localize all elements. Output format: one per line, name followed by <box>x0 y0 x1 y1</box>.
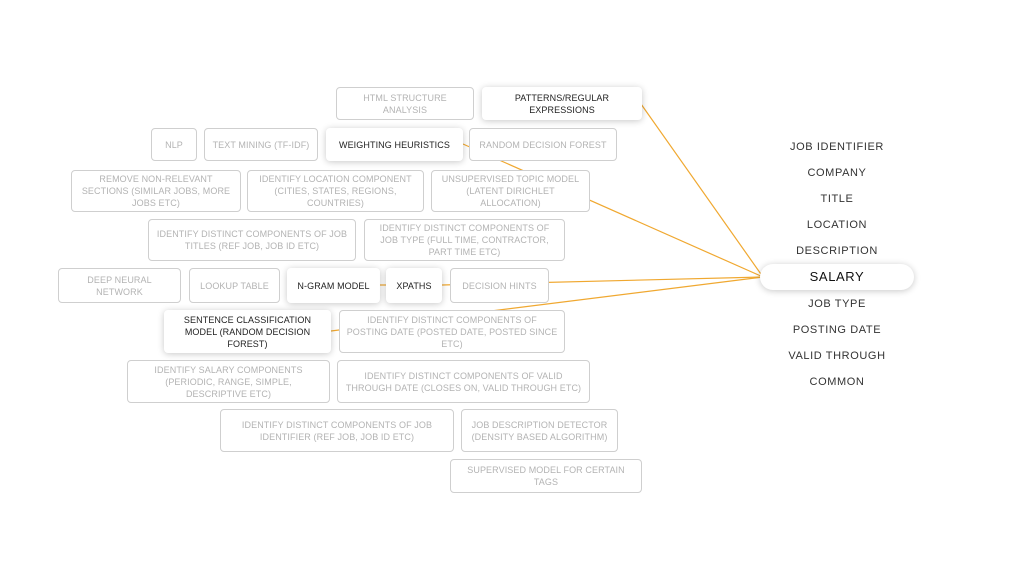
method-job-type[interactable]: IDENTIFY DISTINCT COMPONENTS OF JOB TYPE… <box>364 219 565 261</box>
method-patterns-regex[interactable]: PATTERNS/REGULAR EXPRESSIONS <box>482 87 642 120</box>
field-posting-date[interactable]: POSTING DATE <box>792 324 882 336</box>
method-random-decision-forest[interactable]: RANDOM DECISION FOREST <box>469 128 617 161</box>
method-salary-components[interactable]: IDENTIFY SALARY COMPONENTS (PERIODIC, RA… <box>127 360 330 403</box>
field-job-type[interactable]: JOB TYPE <box>808 298 866 310</box>
field-job-identifier[interactable]: JOB IDENTIFIER <box>790 141 884 153</box>
field-salary[interactable]: SALARY <box>760 264 914 290</box>
method-identify-location[interactable]: IDENTIFY LOCATION COMPONENT (CITIES, STA… <box>247 170 424 212</box>
connector-patterns-to-salary <box>640 103 764 278</box>
field-title[interactable]: TITLE <box>820 193 854 205</box>
method-job-identifier[interactable]: IDENTIFY DISTINCT COMPONENTS OF JOB IDEN… <box>220 409 454 452</box>
method-text-mining[interactable]: TEXT MINING (TF-IDF) <box>204 128 318 161</box>
method-nlp[interactable]: NLP <box>151 128 197 161</box>
method-decision-hints[interactable]: DECISION HINTS <box>450 268 549 303</box>
method-valid-through[interactable]: IDENTIFY DISTINCT COMPONENTS OF VALID TH… <box>337 360 590 403</box>
method-lookup-table[interactable]: LOOKUP TABLE <box>189 268 280 303</box>
method-unsupervised-topic-model[interactable]: UNSUPERVISED TOPIC MODEL (LATENT DIRICHL… <box>431 170 590 212</box>
method-xpaths[interactable]: XPATHS <box>386 268 442 303</box>
field-description[interactable]: DESCRIPTION <box>796 245 878 257</box>
field-valid-through[interactable]: VALID THROUGH <box>788 350 886 362</box>
method-supervised-model[interactable]: SUPERVISED MODEL FOR CERTAIN TAGS <box>450 459 642 493</box>
field-company[interactable]: COMPANY <box>807 167 867 179</box>
field-location[interactable]: LOCATION <box>806 219 868 231</box>
method-html-structure-analysis[interactable]: HTML STRUCTURE ANALYSIS <box>336 87 474 120</box>
method-ngram-model[interactable]: N-GRAM MODEL <box>287 268 380 303</box>
method-job-description-detector[interactable]: JOB DESCRIPTION DETECTOR (DENSITY BASED … <box>461 409 618 452</box>
method-job-titles[interactable]: IDENTIFY DISTINCT COMPONENTS OF JOB TITL… <box>148 219 356 261</box>
field-common[interactable]: COMMON <box>809 376 865 388</box>
method-deep-neural-network[interactable]: DEEP NEURAL NETWORK <box>58 268 181 303</box>
method-weighting-heuristics[interactable]: WEIGHTING HEURISTICS <box>326 128 463 161</box>
method-sentence-classification[interactable]: SENTENCE CLASSIFICATION MODEL (RANDOM DE… <box>164 310 331 353</box>
method-remove-non-relevant-sections[interactable]: REMOVE NON-RELEVANT SECTIONS (SIMILAR JO… <box>71 170 241 212</box>
method-posting-date[interactable]: IDENTIFY DISTINCT COMPONENTS OF POSTING … <box>339 310 565 353</box>
